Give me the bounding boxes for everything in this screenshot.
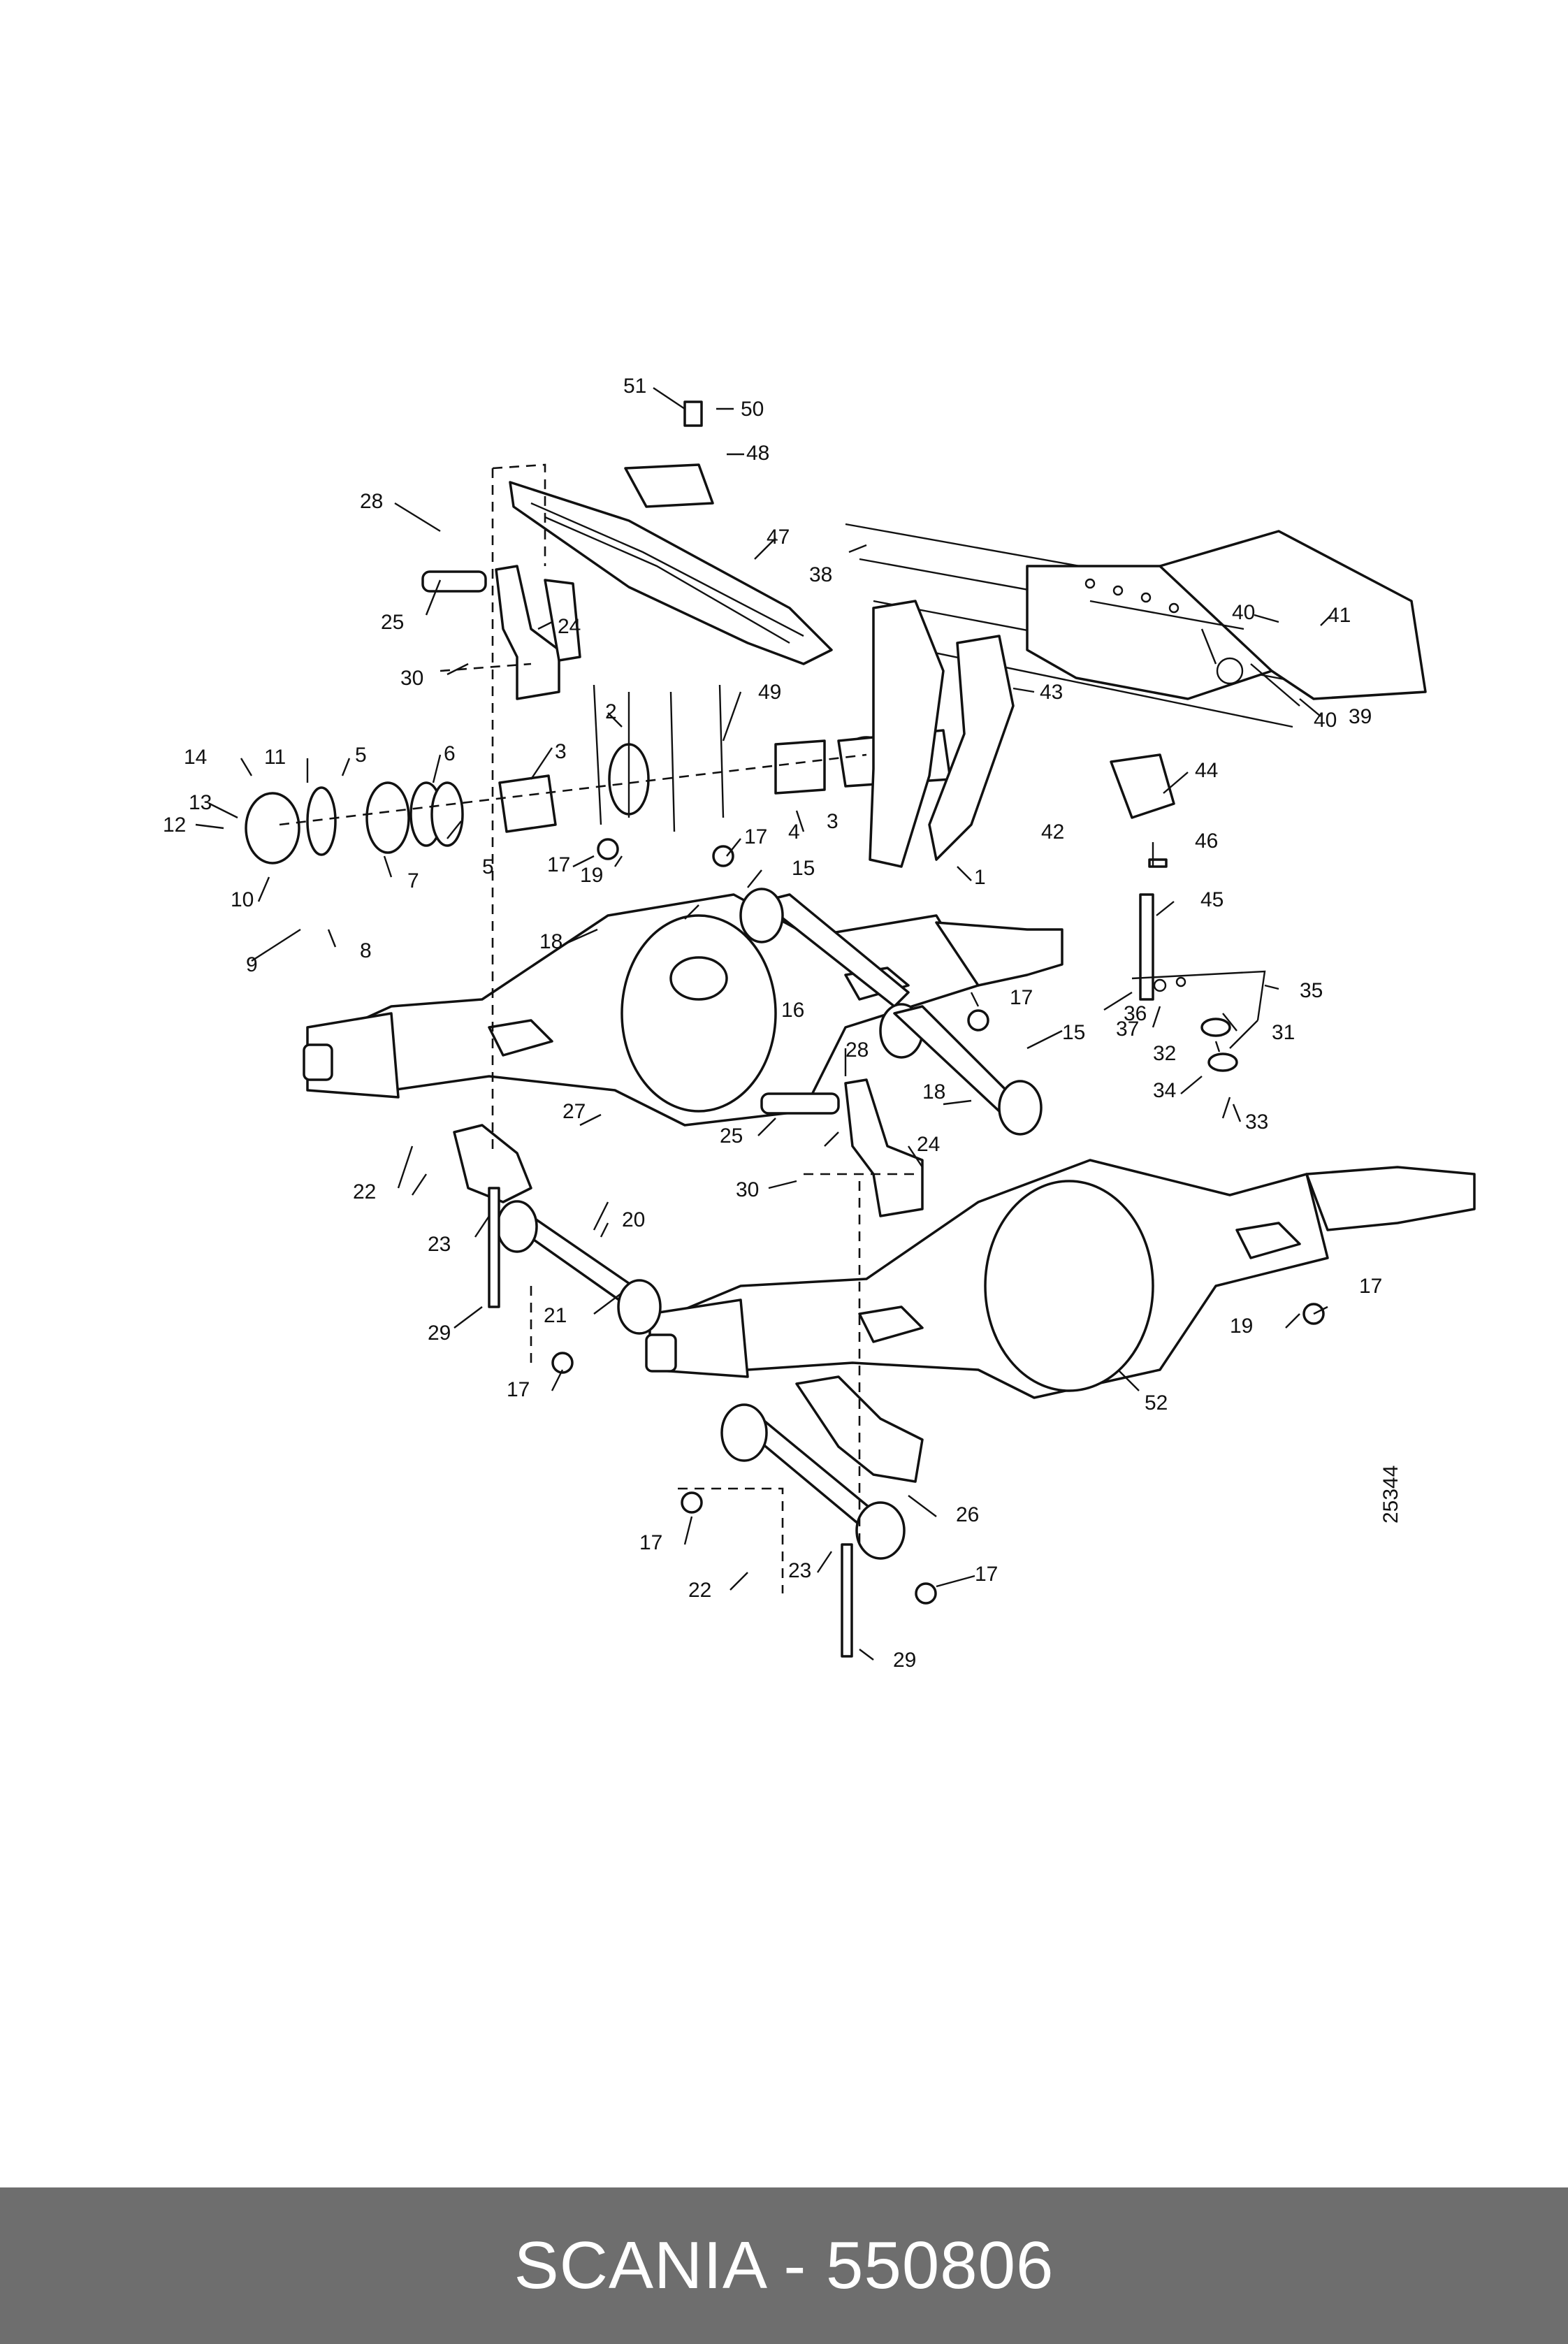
callout-40: 40 <box>1232 601 1255 624</box>
callout-22a: 22 <box>353 1180 376 1203</box>
callout-leaders <box>195 387 1332 1661</box>
callout-16: 16 <box>781 999 804 1022</box>
callout-21: 21 <box>544 1304 567 1327</box>
callout-39: 39 <box>1349 705 1372 728</box>
callout-18b: 18 <box>922 1080 945 1104</box>
callout-17b: 17 <box>547 853 570 876</box>
callout-30: 30 <box>400 667 423 690</box>
leaf-spring <box>509 400 833 665</box>
callout-31: 31 <box>1272 1021 1295 1044</box>
callout-36: 36 <box>1124 1002 1147 1025</box>
callout-23a: 23 <box>428 1233 451 1256</box>
callout-14: 14 <box>184 746 207 769</box>
callout-15b: 15 <box>1062 1021 1085 1044</box>
callout-42: 42 <box>1041 820 1064 844</box>
callout-7: 7 <box>407 869 419 892</box>
callout-40b: 40 <box>1314 709 1337 732</box>
callout-numbers: 51 50 48 28 47 38 25 24 40 41 30 43 40 3… <box>163 375 1382 1672</box>
callout-30b: 30 <box>736 1178 759 1201</box>
callout-22b: 22 <box>688 1579 711 1602</box>
callout-15: 15 <box>792 857 815 880</box>
callout-25b: 25 <box>720 1124 743 1148</box>
callout-46: 46 <box>1195 830 1218 853</box>
callout-17c: 17 <box>1010 986 1033 1009</box>
callout-6: 6 <box>444 742 456 765</box>
callout-2: 2 <box>605 700 617 723</box>
callout-50: 50 <box>741 398 764 421</box>
callout-24b: 24 <box>917 1133 940 1156</box>
callout-49: 49 <box>758 681 781 704</box>
callout-13: 13 <box>189 791 212 814</box>
callout-17a: 17 <box>744 825 767 848</box>
callout-18a: 18 <box>539 930 562 953</box>
callout-41: 41 <box>1328 604 1351 627</box>
callout-38: 38 <box>809 563 832 586</box>
callout-5b: 5 <box>482 855 494 878</box>
lower-brackets <box>453 1078 924 1658</box>
spring-bracket-upper <box>421 565 581 700</box>
callout-43: 43 <box>1040 681 1063 704</box>
callout-45: 45 <box>1200 888 1224 911</box>
callout-29a: 29 <box>428 1322 451 1345</box>
callout-4: 4 <box>788 820 800 844</box>
callout-48: 48 <box>746 442 769 465</box>
callout-19: 19 <box>580 864 603 887</box>
callout-3: 3 <box>555 740 567 763</box>
alignment-lines <box>440 463 915 1593</box>
callout-11: 11 <box>264 746 286 769</box>
callout-17e: 17 <box>507 1378 530 1401</box>
callout-52: 52 <box>1145 1391 1168 1415</box>
callout-35: 35 <box>1300 979 1323 1002</box>
drawing-number: 25344 <box>1379 1466 1402 1524</box>
callout-3b: 3 <box>827 810 839 833</box>
callout-47: 47 <box>767 526 790 549</box>
callout-26: 26 <box>956 1503 979 1526</box>
footer-banner: SCANIA - 550806 <box>0 2187 1568 2344</box>
callout-8: 8 <box>360 939 372 962</box>
exploded-parts-diagram: 51 50 48 28 47 38 25 24 40 41 30 43 40 3… <box>163 375 1476 1672</box>
hardware <box>551 838 1325 1605</box>
callout-25: 25 <box>381 611 404 634</box>
callout-5: 5 <box>355 744 367 767</box>
callout-27: 27 <box>562 1100 586 1123</box>
callout-10: 10 <box>231 888 254 911</box>
callout-17d: 17 <box>1359 1275 1382 1298</box>
callout-17g: 17 <box>975 1563 998 1586</box>
callout-12: 12 <box>163 813 186 837</box>
trunnion-assembly <box>245 684 952 864</box>
callout-23b: 23 <box>788 1559 811 1582</box>
callout-9: 9 <box>246 953 258 976</box>
callout-32: 32 <box>1153 1042 1176 1065</box>
callout-17f: 17 <box>639 1531 662 1554</box>
callout-37: 37 <box>1116 1018 1139 1041</box>
callout-19b: 19 <box>1230 1315 1253 1338</box>
callout-1: 1 <box>974 866 986 889</box>
callout-24: 24 <box>558 615 581 638</box>
part-label: SCANIA - 550806 <box>514 2228 1054 2303</box>
front-axle-housing <box>303 893 1064 1127</box>
callout-20: 20 <box>622 1208 645 1231</box>
callout-34: 34 <box>1153 1079 1176 1102</box>
callout-33: 33 <box>1245 1110 1268 1134</box>
callout-29b: 29 <box>893 1649 916 1672</box>
torque-rods <box>496 888 1043 1560</box>
chassis-frame <box>845 523 1427 728</box>
callout-51: 51 <box>623 375 646 398</box>
callout-28: 28 <box>360 490 383 513</box>
rear-axle-housing <box>645 1159 1476 1399</box>
callout-28b: 28 <box>845 1039 869 1062</box>
center-bracket <box>869 600 1175 1001</box>
callout-44: 44 <box>1195 759 1218 782</box>
